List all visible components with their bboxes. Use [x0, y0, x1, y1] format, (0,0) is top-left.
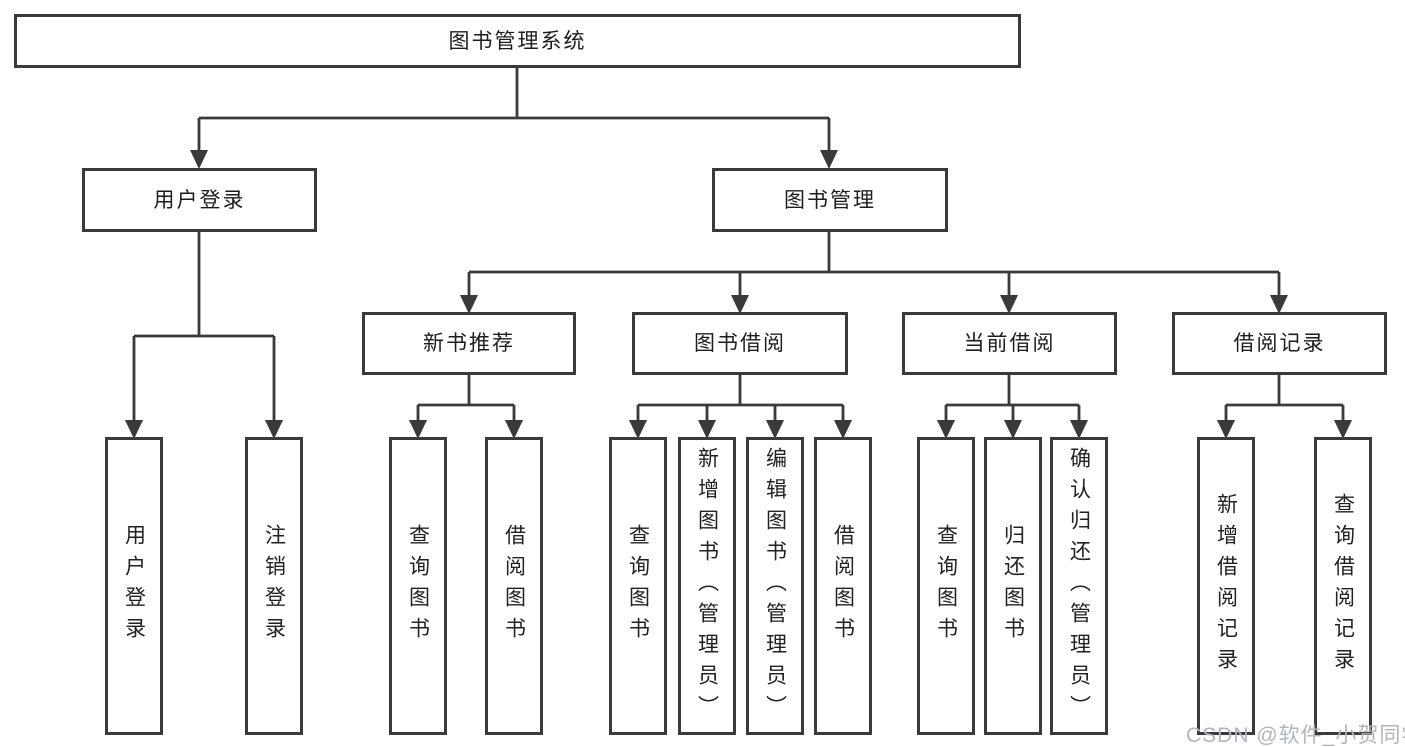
connector-root-to-level2	[190, 68, 838, 169]
connector-bookmgmt-to-level3	[460, 232, 1288, 314]
leaf-query-books-current: 查询图书	[917, 437, 975, 735]
node-borrowing-records: 借阅记录	[1172, 312, 1387, 375]
leaf-borrow-books-recommend: 借阅图书	[485, 437, 543, 735]
leaf-borrow-books: 借阅图书	[814, 437, 872, 735]
node-root-system: 图书管理系统	[14, 14, 1021, 68]
connector-current-to-leaves	[937, 375, 1088, 439]
leaf-query-books-borrowing: 查询图书	[609, 437, 667, 735]
connector-newbooks-to-leaves	[409, 375, 523, 439]
leaf-confirm-return-admin: 确认归还（管理员）	[1050, 437, 1108, 735]
leaf-query-books-recommend: 查询图书	[389, 437, 447, 735]
connector-records-to-leaves	[1217, 375, 1352, 439]
leaf-return-books: 归还图书	[984, 437, 1042, 735]
leaf-logout: 注销登录	[245, 437, 303, 735]
node-book-management: 图书管理	[712, 168, 948, 232]
node-current-borrowing: 当前借阅	[902, 312, 1117, 375]
leaf-add-books-admin: 新增图书（管理员）	[678, 437, 736, 735]
leaf-user-login: 用户登录	[105, 437, 163, 735]
connector-userlogin-to-leaves	[125, 232, 283, 439]
leaf-query-borrow-record: 查询借阅记录	[1314, 437, 1372, 735]
connector-borrowing-to-leaves	[629, 375, 852, 439]
csdn-watermark: CSDN @软件_小贺同学	[1186, 724, 1405, 747]
leaf-add-borrow-record: 新增借阅记录	[1197, 437, 1255, 735]
node-user-login: 用户登录	[82, 168, 317, 232]
node-new-book-recommend: 新书推荐	[362, 312, 576, 375]
node-book-borrowing: 图书借阅	[632, 312, 848, 375]
leaf-edit-books-admin: 编辑图书（管理员）	[746, 437, 804, 735]
